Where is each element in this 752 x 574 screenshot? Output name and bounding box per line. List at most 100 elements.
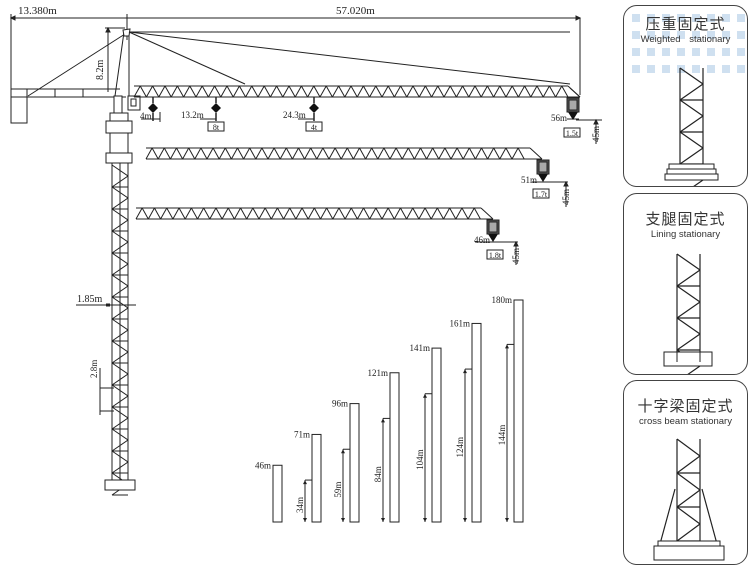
jib-lattice — [190, 207, 198, 220]
jib-lattice — [400, 85, 408, 98]
jib-51m — [145, 147, 543, 160]
jib-lattice — [437, 85, 445, 98]
total-height-label: 180m — [491, 295, 512, 305]
mast-brace — [111, 175, 129, 188]
jib-lattice — [295, 207, 303, 220]
jib-lattice — [468, 147, 476, 160]
mast-column-bar — [389, 372, 400, 523]
arrow-head — [9, 15, 16, 21]
jib-lattice — [269, 85, 278, 98]
pattern-square — [737, 31, 745, 39]
counterweight-slab — [668, 163, 715, 170]
jib-lattice — [313, 85, 321, 98]
jib-lattice — [279, 147, 287, 160]
jib-lattice — [542, 85, 550, 98]
jib-lattice — [524, 85, 532, 98]
jib-lattice — [237, 147, 245, 160]
load-value: 4t — [311, 123, 318, 132]
jib-lattice — [387, 85, 395, 98]
foundation-title-cn: 支腿固定式 — [645, 210, 726, 228]
jib-lattice — [238, 85, 247, 98]
total-height-label: 96m — [332, 399, 348, 409]
hook-icon — [211, 97, 221, 121]
jib-lattice — [511, 85, 519, 98]
mast — [104, 95, 136, 496]
jib-lattice — [240, 207, 248, 220]
jib-lattice — [332, 207, 340, 220]
jib-lattice — [301, 207, 309, 220]
pattern-square — [647, 31, 655, 39]
jib-lattice — [344, 207, 352, 220]
arrow-head — [575, 15, 582, 21]
jib-lattice — [209, 207, 217, 220]
jib-lattice — [356, 85, 364, 98]
jib-lattice — [227, 207, 235, 220]
jib-lattice — [218, 147, 226, 160]
jib-lattice — [395, 147, 403, 160]
tower-head-leg — [114, 31, 125, 97]
load-value: 1.7t — [535, 190, 548, 199]
mast-brace — [687, 365, 701, 374]
foundation-title-cn: 十字梁固定式 — [637, 397, 734, 415]
pattern-square — [632, 48, 640, 56]
mast-brace — [676, 301, 701, 319]
jib-lattice — [160, 207, 168, 220]
jib-lattice — [530, 85, 538, 98]
jib-length-label: 57.020m — [336, 5, 375, 17]
pattern-square — [722, 31, 730, 39]
counterweight — [10, 96, 28, 124]
jib-lattice — [548, 85, 557, 98]
trolley-inner — [568, 99, 578, 111]
jib-lattice — [157, 147, 165, 160]
jib-lattice — [444, 147, 452, 160]
jib-lattice — [401, 147, 409, 160]
mast-brace — [111, 208, 129, 221]
arrow-head — [341, 449, 345, 454]
jib-lattice — [283, 207, 291, 220]
jib-lattice — [243, 147, 251, 160]
jib-lattice — [455, 85, 464, 98]
jib-lattice — [389, 147, 397, 160]
jib-lattice — [493, 147, 501, 160]
hook-block — [211, 103, 221, 113]
load-box-frame — [563, 127, 581, 138]
jib-lattice — [344, 85, 352, 98]
foundation-title-cn: 压重固定式 — [645, 15, 726, 33]
jib-lattice — [267, 147, 275, 160]
jib-lattice — [467, 207, 475, 220]
jib-tie-rear — [128, 31, 571, 85]
pattern-square — [707, 14, 715, 22]
mast-brace — [676, 333, 701, 351]
mast-base — [104, 479, 136, 491]
anchored-height-label: 84m — [373, 466, 383, 482]
foundation-card-weighted: 压重固定式 Weighted stationary — [623, 5, 748, 187]
pattern-square — [692, 48, 700, 56]
jib-lattice — [135, 207, 143, 220]
mast-brace — [111, 219, 129, 232]
jib-lattice — [350, 85, 358, 98]
pattern-square — [737, 48, 745, 56]
jib-lattice — [443, 85, 451, 98]
jib-lattice — [195, 85, 203, 98]
pattern-square — [707, 48, 715, 56]
mast-brace — [111, 307, 129, 320]
mast-brace — [676, 253, 701, 271]
jib-lattice — [298, 147, 306, 160]
anchored-height-label: 124m — [455, 437, 465, 458]
jib-lattice — [474, 147, 482, 160]
load-value: 1.5t — [566, 129, 579, 138]
arrow-head — [105, 26, 111, 33]
tip-load-box: 1.8t — [486, 249, 504, 260]
climbing-collar — [105, 152, 133, 164]
jib-lattice — [145, 147, 153, 160]
jib-lattice — [426, 147, 434, 160]
jib-tip-detail — [569, 87, 581, 98]
jib-lattice — [141, 207, 149, 220]
load-value: 1.8t — [489, 251, 502, 260]
total-height-label: 71m — [294, 429, 310, 439]
jib-lattice — [163, 147, 171, 160]
jib-lattice — [291, 147, 299, 160]
mast-brace — [679, 131, 704, 149]
jib-lattice — [270, 207, 278, 220]
